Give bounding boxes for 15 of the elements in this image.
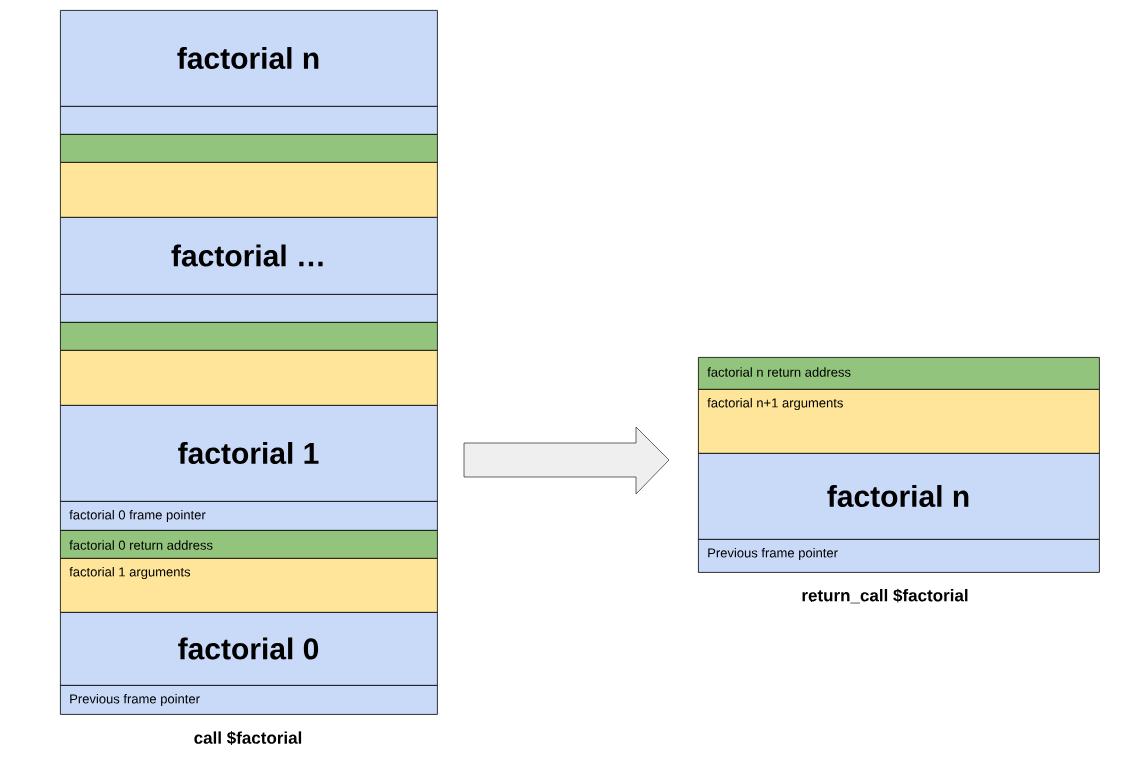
stack-slot: factorial 0 frame pointer bbox=[60, 501, 438, 531]
stack-band bbox=[60, 106, 438, 135]
stack-slot: Previous frame pointer bbox=[698, 539, 1100, 573]
caption: call $factorial bbox=[194, 731, 302, 745]
stack-band bbox=[60, 162, 438, 218]
stack-slot: factorial 1 arguments bbox=[60, 558, 438, 613]
stack-band bbox=[60, 322, 438, 351]
stack-slot: factorial 0 return address bbox=[60, 530, 438, 559]
caption: return_call $factorial bbox=[802, 588, 968, 604]
stack-slot: factorial n return address bbox=[698, 357, 1100, 390]
stack-band bbox=[60, 294, 438, 323]
stack-band bbox=[60, 350, 438, 406]
stack-slot: Previous frame pointer bbox=[60, 685, 438, 715]
stack-slot: factorial n+1 arguments bbox=[698, 389, 1100, 454]
stack-band bbox=[60, 134, 438, 163]
